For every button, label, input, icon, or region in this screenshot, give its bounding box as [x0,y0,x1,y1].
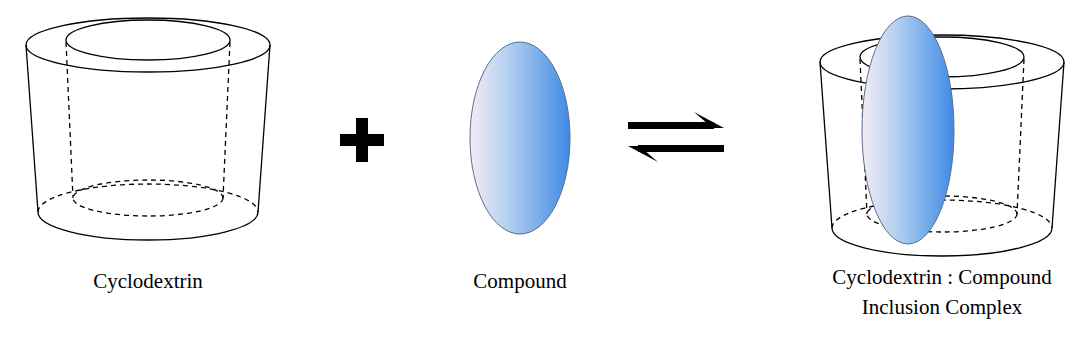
cyclodextrin-cone [26,18,270,240]
equilibrium-arrows [628,112,724,162]
compound-ellipse [470,42,570,234]
component-label: Compound [400,266,640,296]
product-label: Cyclodextrin : Compound Inclusion Comple… [822,262,1062,322]
included-compound-ellipse [862,16,954,244]
plus-sign [340,118,384,162]
component-label: Cyclodextrin [28,266,268,296]
